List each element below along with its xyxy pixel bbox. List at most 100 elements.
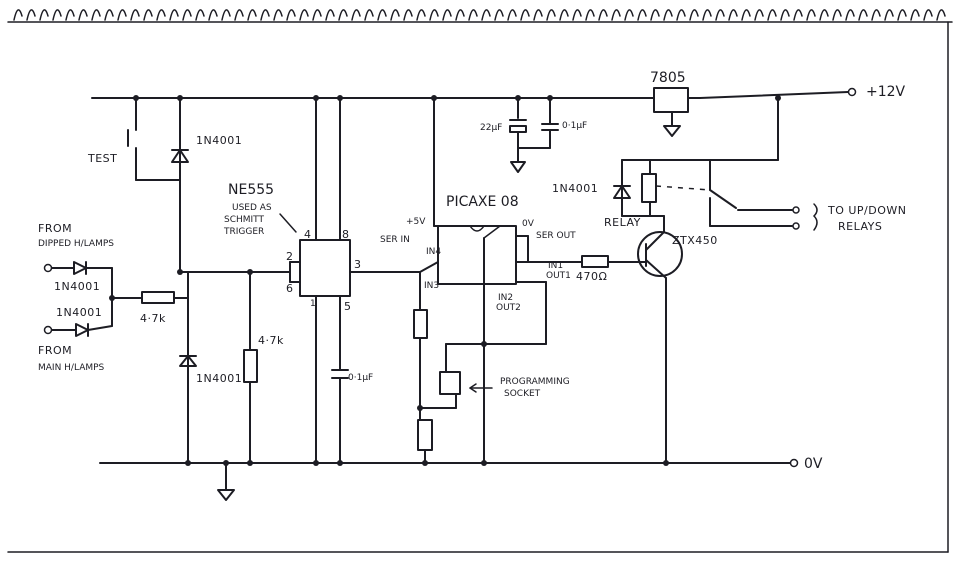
spiral-coil — [520, 9, 530, 21]
label-picaxe-0v: 0V — [522, 219, 535, 229]
label-1n4001-main: 1N4001 — [56, 306, 102, 319]
spiral-coil — [481, 9, 491, 21]
spiral-coil — [819, 9, 829, 21]
label-1n4001-test: 1N4001 — [196, 134, 242, 147]
spiral-coil — [936, 9, 946, 21]
label-in1: IN1 — [548, 261, 563, 271]
spiral-coil — [182, 9, 192, 21]
spiral-coil — [832, 9, 842, 21]
spiral-coil — [468, 9, 478, 21]
trigger-node — [179, 271, 291, 501]
spiral-coil — [507, 9, 517, 21]
spiral-binding — [7, 9, 953, 553]
spiral-coil — [780, 9, 790, 21]
spiral-coil — [598, 9, 608, 21]
label-from-dipped-1: FROM — [38, 222, 72, 235]
label-01uf-reg: 0·1µF — [562, 121, 587, 131]
picaxe-chip — [413, 97, 579, 464]
spiral-coil — [143, 9, 153, 21]
spiral-coil — [533, 9, 543, 21]
spiral-coil — [793, 9, 803, 21]
spiral-coil — [585, 9, 595, 21]
label-470r: 470Ω — [576, 270, 607, 283]
spiral-coil — [715, 9, 725, 21]
spiral-coil — [429, 9, 439, 21]
label-pin-3: 3 — [354, 258, 362, 271]
spiral-coil — [559, 9, 569, 21]
input-network — [43, 261, 189, 337]
label-ztx450: ZTX450 — [672, 234, 718, 247]
spiral-coil — [52, 9, 62, 21]
labels: +12V 0V 7805 22µF 0·1µF TEST 1N4001 NE55… — [38, 70, 906, 472]
spiral-coil — [546, 9, 556, 21]
junction-dots — [109, 95, 781, 466]
spiral-coil — [390, 9, 400, 21]
spiral-coil — [156, 9, 166, 21]
label-picaxe: PICAXE 08 — [446, 194, 519, 210]
relay-stage — [613, 97, 818, 233]
label-ne555: NE555 — [228, 182, 274, 198]
label-out2: OUT2 — [496, 303, 521, 313]
label-from-main-1: FROM — [38, 344, 72, 357]
spiral-coil — [845, 9, 855, 21]
spiral-coil — [494, 9, 504, 21]
spiral-coil — [286, 9, 296, 21]
label-ne555-note-3: TRIGGER — [223, 227, 264, 237]
spiral-coil — [13, 9, 23, 21]
spiral-coil — [325, 9, 335, 21]
spiral-coil — [572, 9, 582, 21]
label-pin-1: 1 — [310, 299, 316, 309]
spiral-coil — [195, 9, 205, 21]
spiral-coil — [377, 9, 387, 21]
spiral-coil — [871, 9, 881, 21]
label-1n4001-clamp: 1N4001 — [196, 372, 242, 385]
label-in3: IN3 — [424, 281, 439, 291]
spiral-coil — [312, 9, 322, 21]
label-1n4001-relay: 1N4001 — [552, 182, 598, 195]
spiral-coil — [65, 9, 75, 21]
test-branch — [127, 97, 189, 273]
label-ne555-note-1: USED AS — [232, 203, 272, 213]
label-prog-socket-1: PROGRAMMING — [500, 377, 570, 387]
spiral-coil — [611, 9, 621, 21]
label-pin-2: 2 — [286, 250, 294, 263]
spiral-coil — [767, 9, 777, 21]
regulator-7805 — [639, 87, 701, 137]
spiral-coil — [884, 9, 894, 21]
spiral-coil — [208, 9, 218, 21]
spiral-coil — [676, 9, 686, 21]
supply-rail — [91, 87, 857, 99]
spiral-coil — [624, 9, 634, 21]
label-from-main-2: MAIN H/LAMPS — [38, 363, 105, 373]
label-prog-socket-2: SOCKET — [504, 389, 541, 399]
spiral-coil — [221, 9, 231, 21]
label-1n4001-dipped: 1N4001 — [54, 280, 100, 293]
spiral-coil — [741, 9, 751, 21]
spiral-coil — [104, 9, 114, 21]
spiral-coil — [78, 9, 88, 21]
spiral-coil — [338, 9, 348, 21]
spiral-coil — [754, 9, 764, 21]
driver-stage — [577, 231, 683, 464]
label-47k-series: 4·7k — [140, 312, 166, 325]
label-ser-out: SER OUT — [536, 231, 576, 241]
spiral-coil — [234, 9, 244, 21]
spiral-coil — [91, 9, 101, 21]
spiral-coil — [663, 9, 673, 21]
spiral-coil — [351, 9, 361, 21]
spiral-coil — [728, 9, 738, 21]
spiral-coil — [806, 9, 816, 21]
spiral-coil — [455, 9, 465, 21]
spiral-coil — [923, 9, 933, 21]
programming-socket — [419, 343, 493, 409]
spiral-coil — [650, 9, 660, 21]
spiral-coil — [117, 9, 127, 21]
label-22uf: 22µF — [480, 123, 502, 133]
spiral-coil — [364, 9, 374, 21]
spiral-coil — [169, 9, 179, 21]
regulator-capacitors — [509, 97, 559, 173]
label-0v: 0V — [804, 456, 823, 472]
spiral-coil — [260, 9, 270, 21]
